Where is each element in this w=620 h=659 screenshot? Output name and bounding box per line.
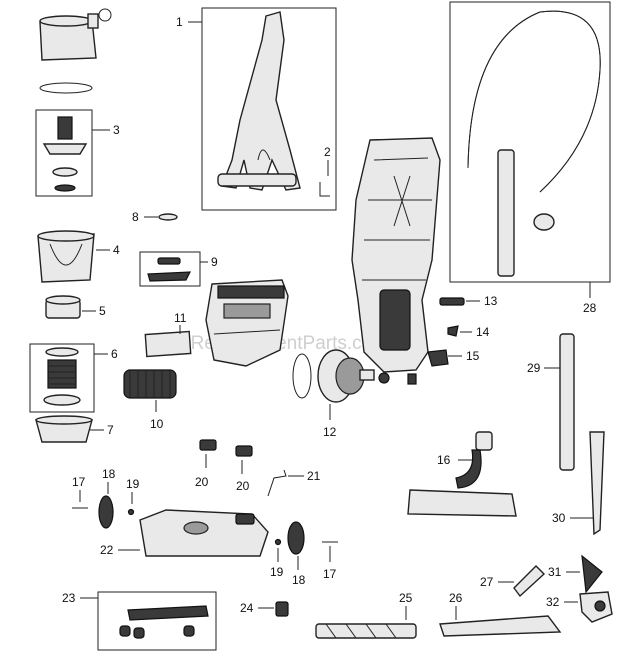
callout-13: 13 <box>484 294 498 308</box>
callout-2: 2 <box>324 145 331 159</box>
part-16-hose-connector <box>455 431 493 489</box>
main-body <box>351 137 441 373</box>
part-11-filter <box>144 330 192 358</box>
part-13-clip <box>439 297 465 306</box>
part-6-filters <box>43 347 81 406</box>
part-18-wheel-right <box>287 521 305 555</box>
callout-27: 27 <box>480 575 494 589</box>
handle-assembly <box>217 11 301 191</box>
part-32-turbo-tool <box>579 591 613 623</box>
callout-20a: 20 <box>195 475 209 489</box>
callout-24: 24 <box>240 601 254 615</box>
motor-housing <box>205 279 289 367</box>
part-20-clip-a <box>199 439 217 451</box>
filter-assembly-box <box>35 109 93 197</box>
callout-11: 11 <box>174 311 187 325</box>
callout-16: 16 <box>437 453 451 467</box>
callout-7: 7 <box>107 423 114 437</box>
part-27-tool <box>513 565 546 598</box>
callout-32: 32 <box>546 595 560 609</box>
callout-1: 1 <box>176 15 183 29</box>
part-9-box <box>139 251 201 287</box>
part-6-box <box>29 343 95 413</box>
part-23-wheel-set <box>119 605 209 639</box>
callout-25: 25 <box>399 591 413 605</box>
part-15-latch <box>427 349 449 367</box>
callout-30: 30 <box>552 511 566 525</box>
callout-28: 28 <box>583 301 597 315</box>
callout-9: 9 <box>211 255 218 269</box>
hose-assembly <box>467 10 601 277</box>
part-30-crevice-tool <box>589 431 605 536</box>
part-23-box <box>97 591 217 651</box>
callout-14: 14 <box>476 325 490 339</box>
dirt-cup <box>37 230 95 283</box>
lid-gasket <box>39 82 93 94</box>
part-19-clip-right <box>274 538 282 546</box>
callout-19a: 19 <box>126 477 140 491</box>
callout-6: 6 <box>111 347 118 361</box>
part-9-latch <box>147 257 191 282</box>
part-21-wire <box>267 469 287 497</box>
part-24-clip <box>275 601 289 617</box>
part-25-brush-roll <box>315 623 417 639</box>
callout-12: 12 <box>323 425 337 439</box>
part-2-screw <box>319 182 330 197</box>
callout-10: 10 <box>150 417 164 431</box>
part-20-clip-b <box>235 445 253 457</box>
part-10-pleated-filter <box>123 369 177 399</box>
callout-4: 4 <box>113 243 120 257</box>
part-19-clip-left <box>127 508 135 516</box>
callout-20b: 20 <box>236 479 250 493</box>
part-7-filter-cover <box>35 415 93 443</box>
callout-31: 31 <box>548 565 562 579</box>
part-1-box <box>201 7 337 211</box>
callout-21: 21 <box>307 469 321 483</box>
callout-17b: 17 <box>323 567 337 581</box>
part-12-motor <box>292 349 417 403</box>
callout-3: 3 <box>113 123 120 137</box>
callout-29: 29 <box>527 361 541 375</box>
part-5-ring <box>45 295 81 319</box>
part-18-wheel-left <box>98 495 114 529</box>
callout-18a: 18 <box>102 467 116 481</box>
callout-17a: 17 <box>72 475 86 489</box>
callout-18b: 18 <box>292 573 306 587</box>
callout-23: 23 <box>62 591 76 605</box>
callout-15: 15 <box>466 349 480 363</box>
part-8-seal <box>158 213 178 221</box>
filter-assembly <box>42 116 88 192</box>
part-28-box <box>449 1 611 283</box>
part-29-wand <box>559 333 575 471</box>
part-31-dusting-brush <box>581 554 603 594</box>
callout-26: 26 <box>449 591 463 605</box>
callout-5: 5 <box>99 304 106 318</box>
part-26-upholstery-tool <box>439 615 562 637</box>
hose-tool-bar <box>407 489 517 517</box>
part-14-clip <box>447 325 459 337</box>
dirt-cup-lid <box>39 8 112 61</box>
callout-8: 8 <box>132 210 139 224</box>
callout-19b: 19 <box>270 565 284 579</box>
callout-22: 22 <box>100 543 114 557</box>
part-22-base <box>139 509 269 557</box>
